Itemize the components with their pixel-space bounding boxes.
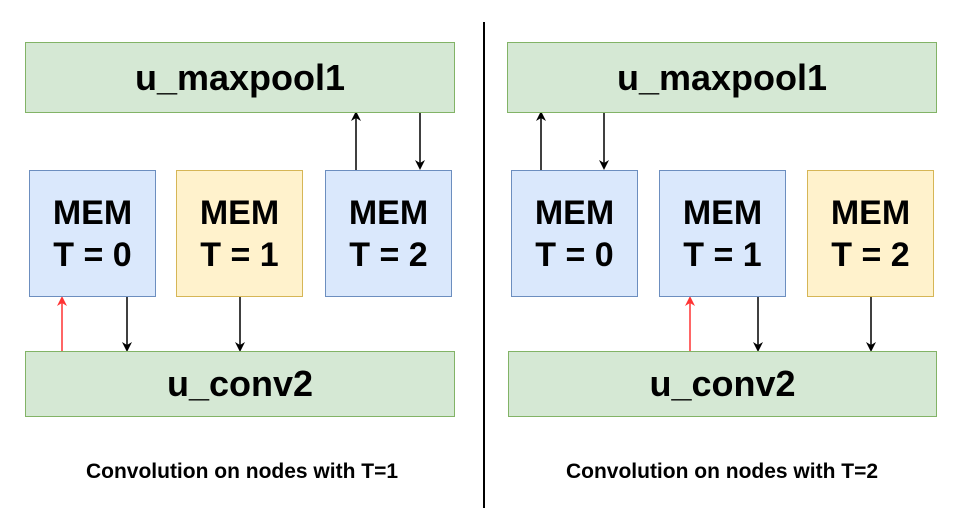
maxpool-module: u_maxpool1 bbox=[25, 42, 455, 113]
mem-time: T = 1 bbox=[200, 235, 279, 274]
mem-time: T = 1 bbox=[683, 235, 762, 274]
conv-module: u_conv2 bbox=[508, 351, 937, 417]
mem-block-t0: MEM T = 0 bbox=[29, 170, 156, 297]
mem-label: MEM bbox=[534, 193, 615, 232]
mem-time: T = 0 bbox=[535, 235, 614, 274]
mem-label: MEM bbox=[348, 193, 429, 232]
mem-label: MEM bbox=[682, 193, 763, 232]
conv-module-label: u_conv2 bbox=[166, 363, 314, 404]
mem-block-t2: MEM T = 2 bbox=[325, 170, 452, 297]
mem-label: MEM bbox=[199, 193, 280, 232]
maxpool-module-label: u_maxpool1 bbox=[134, 56, 346, 98]
maxpool-module: u_maxpool1 bbox=[507, 42, 937, 113]
conv-module-label: u_conv2 bbox=[649, 363, 796, 404]
mem-label: MEM bbox=[830, 193, 911, 232]
mem-block-t1: MEM T = 1 bbox=[659, 170, 786, 297]
mem-time: T = 2 bbox=[831, 235, 910, 274]
conv-module: u_conv2 bbox=[25, 351, 455, 417]
mem-block-t2: MEM T = 2 bbox=[807, 170, 934, 297]
maxpool-module-label: u_maxpool1 bbox=[616, 56, 828, 98]
mem-block-t1: MEM T = 1 bbox=[176, 170, 303, 297]
mem-time: T = 0 bbox=[53, 235, 132, 274]
mem-time: T = 2 bbox=[349, 235, 428, 274]
mem-block-t0: MEM T = 0 bbox=[511, 170, 638, 297]
mem-label: MEM bbox=[52, 193, 133, 232]
panel-caption: Convolution on nodes with T=1 bbox=[85, 460, 399, 483]
panel-caption: Convolution on nodes with T=2 bbox=[565, 460, 879, 483]
